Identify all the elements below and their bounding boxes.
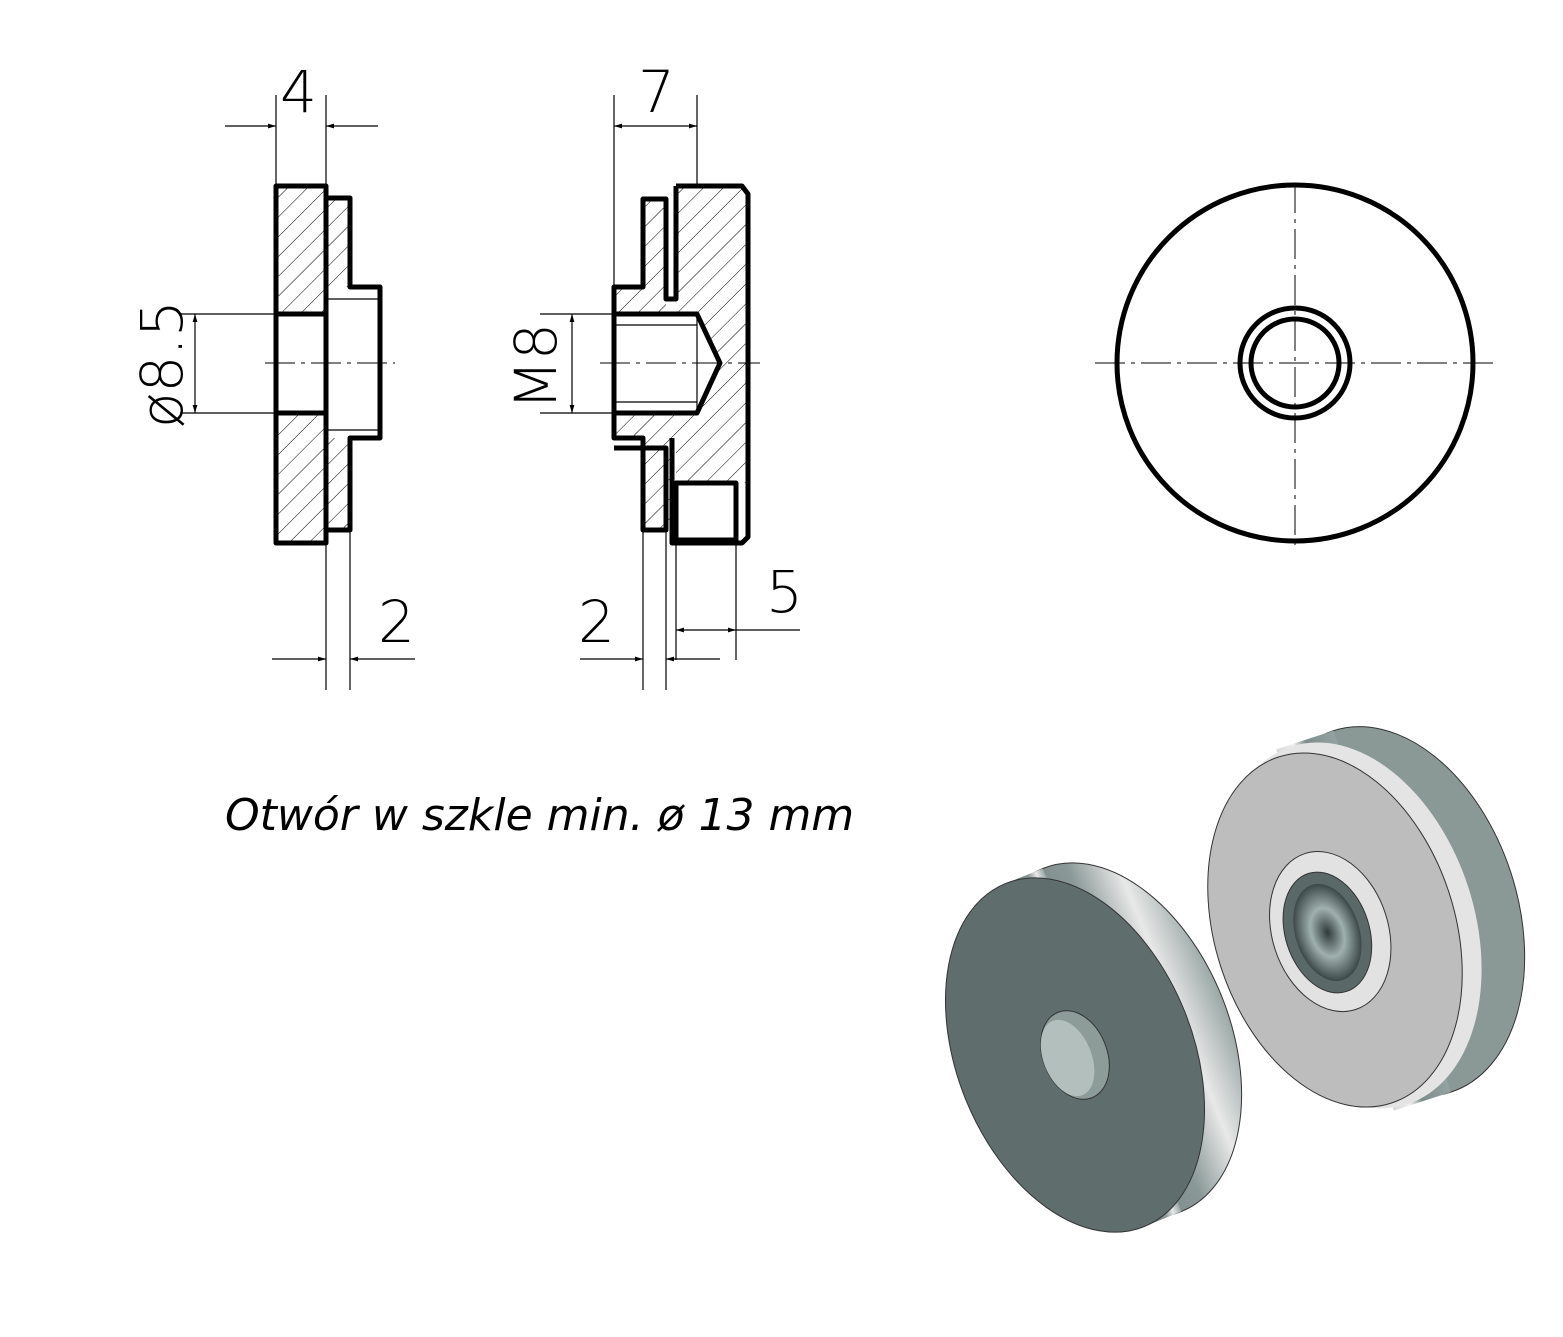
glass-hole-note: Otwór w szkle min. ø 13 mm: [225, 790, 854, 841]
left-section-view: 4 ø8.5 2: [128, 58, 415, 690]
dim-hole-diameter: ø8.5: [128, 300, 196, 428]
dim-depth-5: 5: [766, 558, 803, 626]
dim-step-2-right: 2: [578, 588, 615, 656]
right-section-view: 7 M8 2 5: [502, 58, 803, 690]
isometric-threaded-nut: [1207, 726, 1526, 1111]
dim-step-2-left: 2: [378, 588, 415, 656]
front-view: [1095, 182, 1495, 545]
dim-thread-m8: M8: [502, 323, 570, 410]
isometric-washer: [944, 862, 1243, 1233]
dim-thickness-4: 4: [280, 58, 317, 126]
dim-thickness-7: 7: [638, 58, 675, 126]
